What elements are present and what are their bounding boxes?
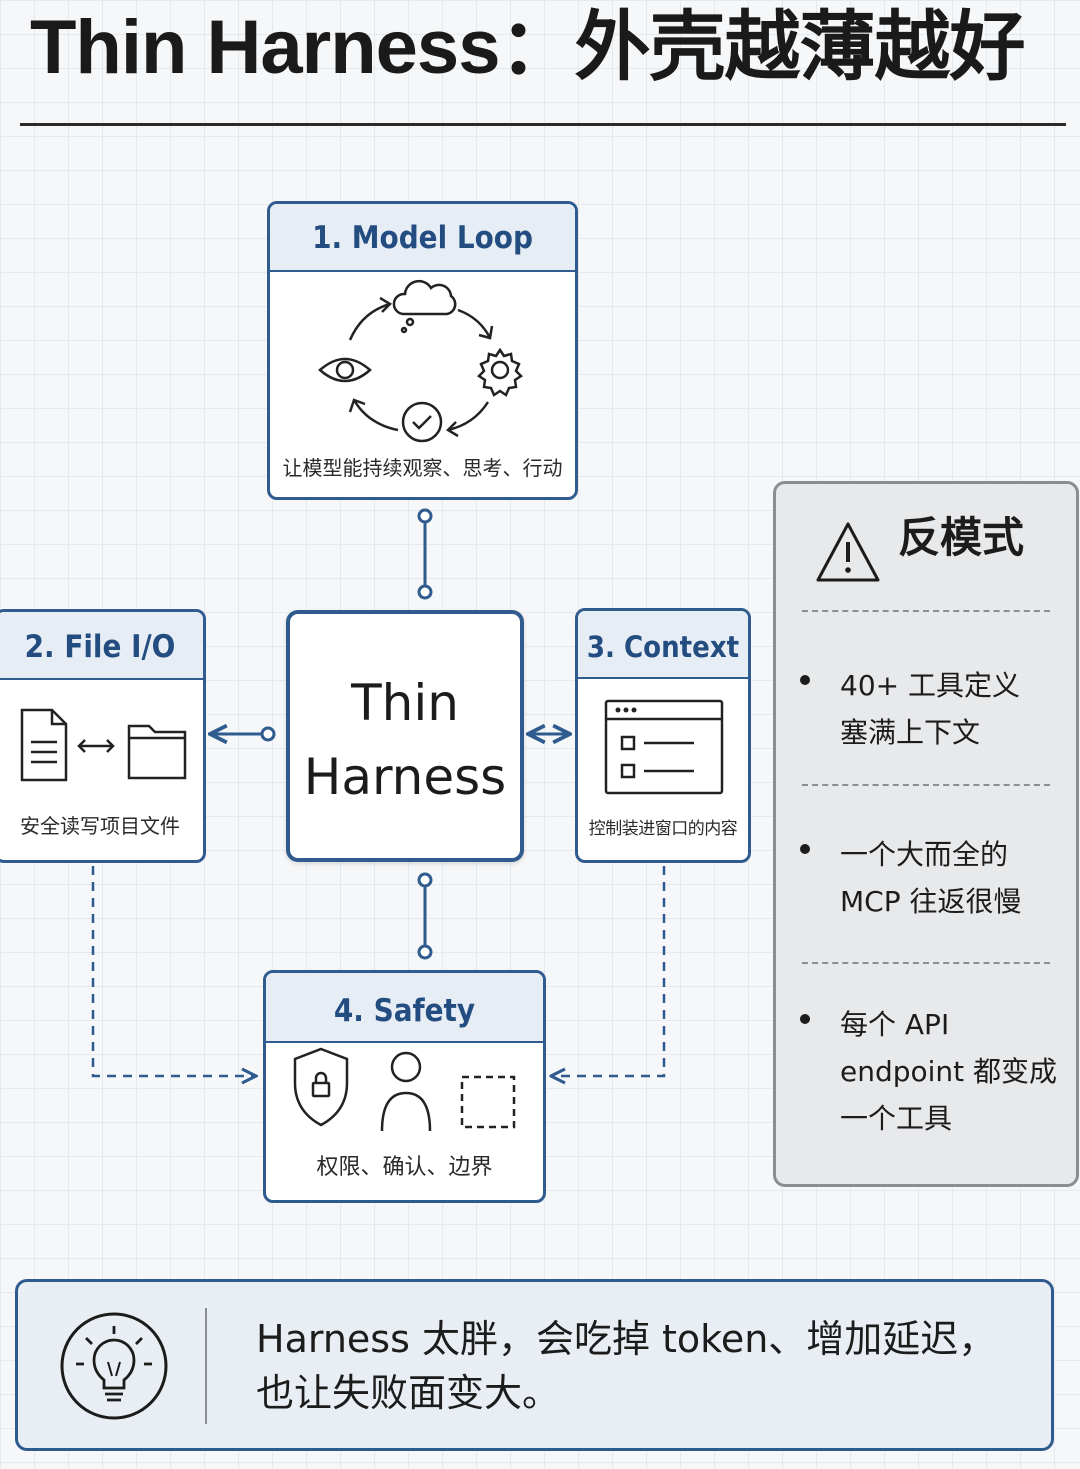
connector-node [417,872,433,888]
callout-box: Harness 太胖，会吃掉 token、增加延迟， 也让失败面变大。 [15,1279,1054,1451]
context-desc: 控制装进窗口的内容 [588,819,738,839]
gear-icon [477,347,523,397]
anti-pattern-text: 40+ 工具定义 塞满上下文 [840,669,1020,749]
connector-file-io-safety [91,866,256,1076]
context-card: 3. Context 控制装进窗口的内容 [575,608,751,863]
bullet [800,675,810,685]
anti-patterns-panel: 反模式 40+ 工具定义 塞满上下文 一个大而全的 MCP 往返很慢 每个 AP… [773,481,1079,1187]
check-circle-icon [401,401,443,443]
safety-desc: 权限、确认、边界 [316,1155,493,1180]
connector-node [417,508,433,524]
safety-card: 4. Safety 权限、确认、边界 [263,970,546,1203]
lightbulb-icon [60,1312,168,1420]
connector-node [260,726,276,742]
anti-pattern-text: 每个 API endpoint 都变成 一个工具 [840,1008,1058,1135]
title-divider [20,123,1066,126]
file-io-card: 2. File I/O 安全读写项目文件 [0,609,206,863]
dashed-boundary-icon [460,1075,516,1129]
shield-lock-icon [293,1047,349,1127]
core-title: Thin Harness [303,674,507,806]
eye-icon [318,357,372,383]
connector-node [417,944,433,960]
connector-context-safety [551,866,666,1076]
folder-icon [127,724,187,780]
document-icon [20,708,68,782]
thought-cloud-icon [392,279,457,334]
anti-divider [802,784,1050,786]
model-loop-diagram [318,279,523,443]
anti-divider [802,962,1050,964]
anti-patterns-title: 反模式 [898,513,1025,562]
user-icon [380,1051,432,1132]
page-title: Thin Harness：外壳越薄越好 [30,5,1025,90]
file-io-desc: 安全读写项目文件 [20,814,180,838]
bullet [800,844,810,854]
cycle-arrow-icon [348,296,494,438]
double-arrow-icon [77,739,115,753]
anti-pattern-text: 一个大而全的 MCP 往返很慢 [840,838,1022,918]
anti-divider [802,610,1050,612]
safety-title: 4. Safety [266,973,543,1043]
window-list-icon [604,699,724,795]
callout-text: Harness 太胖，会吃掉 token、增加延迟， 也让失败面变大。 [256,1317,997,1415]
thin-harness-core: Thin Harness [286,610,524,862]
context-title: 3. Context [578,611,748,679]
connector-node [417,584,433,600]
safety-diagram [293,1047,516,1132]
callout-divider [205,1308,207,1424]
bullet [800,1014,810,1024]
model-loop-title: 1. Model Loop [270,204,575,272]
file-io-title: 2. File I/O [0,612,203,680]
warning-icon [816,522,880,582]
file-io-diagram [20,708,187,782]
model-loop-card: 1. Model Loop 让模型能持续观察、思考、行动 [267,201,578,500]
model-loop-desc: 让模型能持续观察、思考、行动 [282,456,563,480]
